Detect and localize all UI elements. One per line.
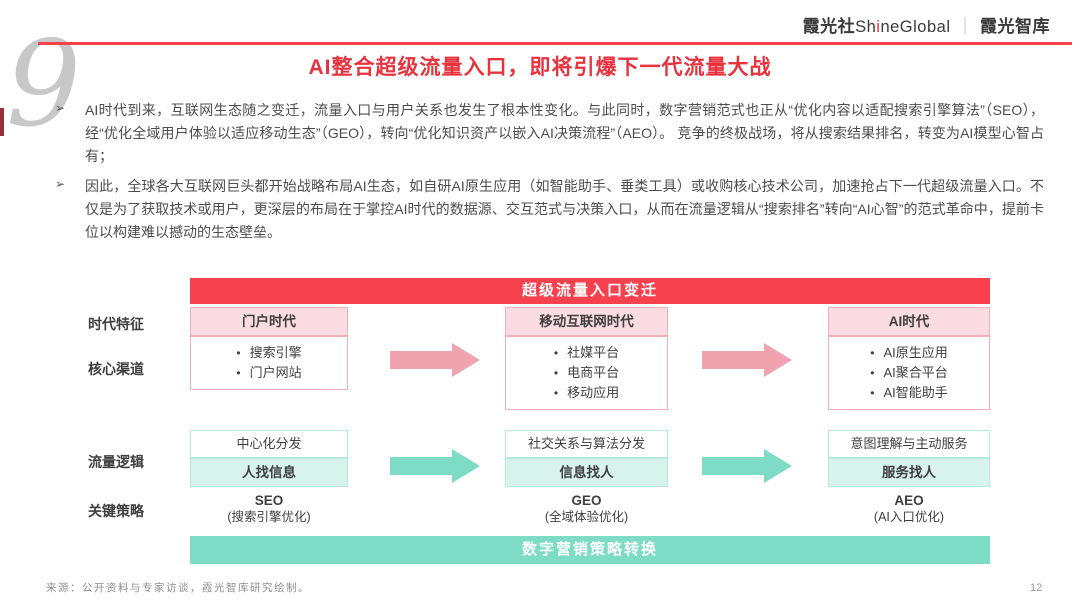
right-arrow-icon (702, 449, 792, 483)
logic-bottom-cell-ai: 服务找人 (828, 458, 990, 487)
bullet-item: ➢ AI时代到来，互联网生态随之变迁，流量入口与用户关系也发生了根本性变化。与此… (55, 99, 1044, 168)
strategy-cell-aeo: AEO (AI入口优化) (828, 492, 990, 526)
logic-top-cell-ai: 意图理解与主动服务 (828, 430, 990, 458)
channels-cell-mobile: •社媒平台 •电商平台 •移动应用 (505, 336, 668, 410)
title-divider-line (38, 42, 1072, 45)
bullet-item: ➢ 因此，全球各大互联网巨头都开始战略布局AI生态，如自研AI原生应用（如智能助… (55, 175, 1044, 244)
right-arrow-icon (390, 449, 480, 483)
brand-name-cn: 霞光社 (802, 17, 856, 36)
bullet-list: ➢ AI时代到来，互联网生态随之变迁，流量入口与用户关系也发生了根本性变化。与此… (55, 99, 1044, 251)
channels-cell-ai: •AI原生应用 •AI聚合平台 •AI智能助手 (828, 336, 990, 410)
channel-item: •AI原生应用 (870, 345, 948, 360)
strategy-acronym: SEO (254, 493, 284, 508)
brand-red-letter: i (876, 18, 881, 36)
row-label-strategy: 关键策略 (88, 503, 144, 519)
channel-item: •电商平台 (553, 365, 620, 380)
logic-bottom-cell-portal: 人找信息 (190, 458, 348, 487)
bullet-dot-icon: • (870, 346, 875, 360)
row-label-era: 时代特征 (88, 316, 144, 332)
brand-logo: 霞光社ShineGlobal ｜ 霞光智库 (803, 12, 1050, 37)
bullet-dot-icon: • (870, 366, 875, 380)
strategy-acronym: AEO (894, 493, 924, 508)
strategy-subtitle: (全域体验优化) (544, 510, 629, 524)
logic-top-cell-mobile: 社交关系与算法分发 (505, 430, 668, 458)
bullet-dot-icon: • (236, 346, 241, 360)
bullet-dot-icon: • (553, 366, 559, 380)
right-arrow-icon (390, 343, 480, 377)
arrow-bullet-icon: ➢ (55, 177, 66, 191)
era-cell-mobile: 移动互联网时代 (505, 307, 668, 336)
right-arrow-icon (702, 343, 792, 377)
strategy-cell-geo: GEO (全域体验优化) (505, 492, 668, 526)
diagram-top-banner: 超级流量入口变迁 (190, 278, 990, 304)
bullet-dot-icon: • (236, 366, 241, 380)
brand-name-en: ShineGlobal (855, 18, 951, 36)
strategy-cell-seo: SEO (搜索引擎优化) (190, 492, 348, 526)
era-cell-portal: 门户时代 (190, 307, 348, 336)
channel-item: •移动应用 (553, 385, 620, 400)
channel-item: •社媒平台 (553, 345, 620, 360)
source-note: 来源：公开资料与专家访谈，霞光智库研究绘制。 (46, 582, 310, 594)
row-label-logic: 流量逻辑 (88, 454, 144, 470)
logic-top-cell-portal: 中心化分发 (190, 430, 348, 458)
bullet-dot-icon: • (553, 346, 559, 360)
strategy-subtitle: (搜索引擎优化) (227, 510, 311, 524)
left-accent-bar (0, 108, 4, 136)
row-label-channels: 核心渠道 (88, 361, 144, 377)
slide-section-number: 9 (6, 15, 82, 153)
brand-thinktank-cn: 霞光智库 (980, 17, 1050, 36)
diagram-bottom-banner: 数字营销策略转换 (190, 536, 990, 564)
era-cell-ai: AI时代 (828, 307, 990, 336)
page-number: 12 (1030, 582, 1043, 594)
page-title: AI整合超级流量入口，即将引爆下一代流量大战 (308, 56, 772, 79)
strategy-subtitle: (AI入口优化) (873, 510, 945, 524)
channels-cell-portal: •搜索引擎 •门户网站 (190, 336, 348, 390)
bullet-dot-icon: • (870, 386, 875, 400)
strategy-acronym: GEO (571, 493, 602, 508)
arrow-bullet-icon: ➢ (55, 101, 66, 115)
channel-item: •AI聚合平台 (870, 365, 948, 380)
channel-item: •门户网站 (236, 365, 302, 380)
logo-separator: ｜ (956, 17, 974, 36)
channel-item: •AI智能助手 (870, 385, 948, 400)
bullet-dot-icon: • (553, 386, 559, 400)
bullet-text: 因此，全球各大互联网巨头都开始战略布局AI生态，如自研AI原生应用（如智能助手、… (85, 178, 1044, 240)
logic-bottom-cell-mobile: 信息找人 (505, 458, 668, 487)
bullet-text: AI时代到来，互联网生态随之变迁，流量入口与用户关系也发生了根本性变化。与此同时… (85, 102, 1044, 164)
channel-item: •搜索引擎 (236, 345, 302, 360)
